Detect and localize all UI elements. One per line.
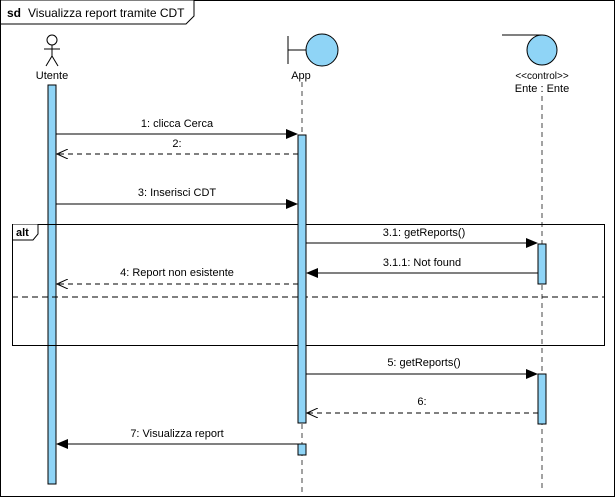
message-3-1-1-label: 3.1.1: Not found <box>383 257 461 269</box>
message-1-label: 1: clicca Cerca <box>141 118 214 130</box>
boundary-icon <box>287 33 339 67</box>
activation-app-1 <box>297 134 307 424</box>
control-icon <box>502 34 558 66</box>
alt-operator: alt <box>16 227 29 239</box>
message-7-label: 7: Visualizza report <box>130 428 223 440</box>
lifeline-label-app: App <box>291 70 311 82</box>
message-5-label: 5: getReports() <box>387 357 460 369</box>
lifeline-label-ente: Ente : Ente <box>515 83 569 95</box>
frame-keyword: sd <box>7 6 21 20</box>
lifeline-stereotype-ente: <<control>> <box>515 71 569 82</box>
message-2-label: 2: <box>172 138 181 150</box>
actor-icon <box>44 34 60 67</box>
activation-app-2 <box>297 443 307 456</box>
lifeline-label-utente: Utente <box>36 70 68 82</box>
alt-label-tab <box>12 224 39 241</box>
message-6-label: 6: <box>417 396 426 408</box>
message-3-label: 3: Inserisci CDT <box>138 187 217 199</box>
frame-label-tab <box>0 0 195 25</box>
alt-fragment <box>12 224 605 346</box>
message-3-1-label: 3.1: getReports() <box>383 227 466 239</box>
frame-title: Visualizza report tramite CDT <box>28 6 185 20</box>
activation-utente <box>47 84 57 485</box>
activation-ente-1 <box>537 243 547 285</box>
message-4-label: 4: Report non esistente <box>120 267 234 279</box>
activation-ente-2 <box>537 373 547 425</box>
